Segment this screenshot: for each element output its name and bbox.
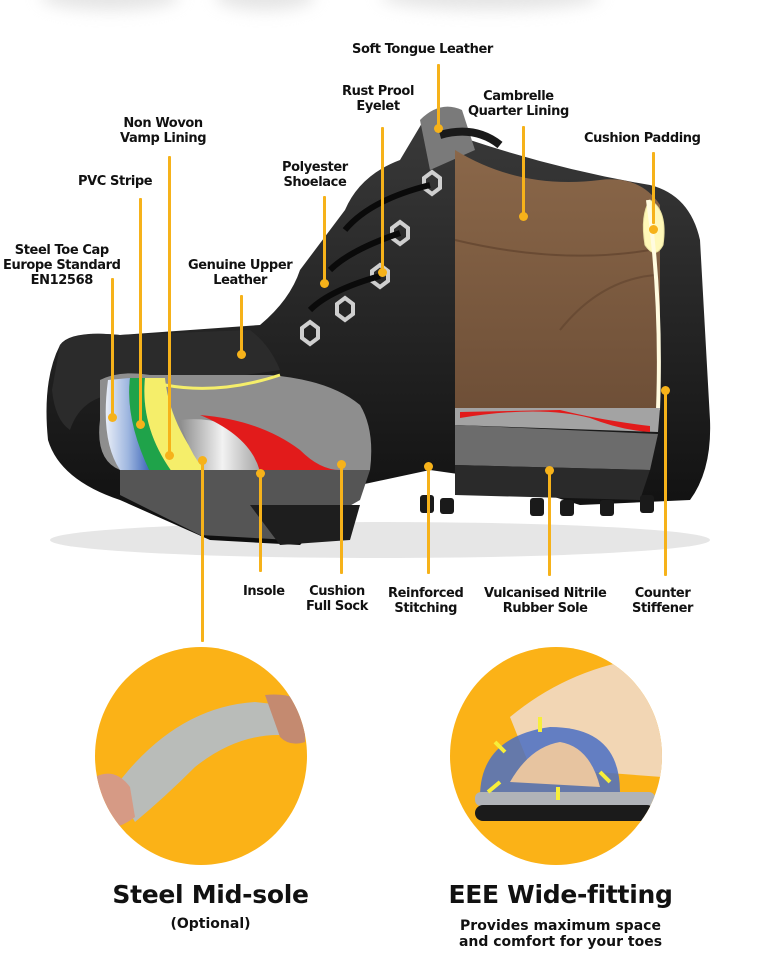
leader-line xyxy=(240,295,243,353)
leader-line xyxy=(259,472,262,572)
top-shadow xyxy=(215,0,315,10)
marker-dot xyxy=(434,124,443,133)
label-line: Eyelet xyxy=(356,99,400,114)
subtitle-line: and comfort for your toes xyxy=(458,934,663,950)
label-line: Polyester xyxy=(282,160,348,175)
marker-dot xyxy=(237,350,246,359)
label-cushion-padding: Cushion Padding xyxy=(584,131,701,146)
marker-dot xyxy=(661,386,670,395)
leader-line xyxy=(139,198,142,423)
label-cushion-full-sock: Cushion Full Sock xyxy=(306,584,368,614)
marker-dot xyxy=(198,456,207,465)
leader-line xyxy=(201,460,204,642)
leader-line xyxy=(168,156,171,454)
marker-dot xyxy=(378,268,387,277)
label-polyester-shoelace: Polyester Shoelace xyxy=(282,160,348,190)
marker-dot xyxy=(165,451,174,460)
steel-midsole-image xyxy=(95,647,307,865)
label-line: Cushion xyxy=(309,584,365,599)
label-vulcanised-nitrile-rubber-sole: Vulcanised Nitrile Rubber Sole xyxy=(484,586,607,616)
label-insole: Insole xyxy=(243,584,285,599)
marker-dot xyxy=(256,469,265,478)
feature-title-steel-midsole: Steel Mid-sole xyxy=(112,880,309,909)
marker-dot xyxy=(545,466,554,475)
label-line: Genuine Upper xyxy=(188,258,293,273)
leader-line xyxy=(111,278,114,416)
label-line: Europe Standard xyxy=(3,258,121,273)
steel-plate-icon xyxy=(95,694,305,829)
feature-subtitle-optional: (Optional) xyxy=(170,916,251,932)
label-pvc-stripe: PVC Stripe xyxy=(78,174,153,189)
label-line: Reinforced xyxy=(388,586,464,601)
leader-line xyxy=(548,470,551,576)
label-steel-toe-cap: Steel Toe Cap Europe Standard EN12568 xyxy=(3,243,121,288)
leader-line xyxy=(522,126,525,216)
leader-line xyxy=(652,152,655,224)
wide-fitting-image xyxy=(450,647,662,865)
label-line: Full Sock xyxy=(306,599,368,614)
label-line: Non Wovon xyxy=(123,116,203,131)
label-line: Leather xyxy=(213,273,268,288)
top-shadow xyxy=(40,0,180,10)
label-non-woven-vamp-lining: Non Wovon Vamp Lining xyxy=(120,116,207,146)
feature-title-eee-wide-fitting: EEE Wide-fitting xyxy=(448,880,673,909)
boot-illustration xyxy=(46,106,711,558)
feature-subtitle-wide-fitting: Provides maximum space and comfort for y… xyxy=(438,918,683,950)
marker-dot xyxy=(108,413,117,422)
marker-dot xyxy=(337,460,346,469)
label-line: Rubber Sole xyxy=(502,601,588,616)
top-shadow xyxy=(380,0,600,10)
label-line: Rust Prool xyxy=(342,84,415,99)
marker-dot xyxy=(649,225,658,234)
label-line: Stitching xyxy=(394,601,457,616)
label-soft-tongue-leather: Soft Tongue Leather xyxy=(352,42,493,57)
label-line: EN12568 xyxy=(30,273,94,288)
leader-line xyxy=(381,127,384,272)
wide-toe-box-icon xyxy=(475,657,662,821)
label-line: Stiffener xyxy=(632,601,694,616)
leader-line xyxy=(427,466,430,574)
label-cambrelle-quarter-lining: Cambrelle Quarter Lining xyxy=(468,89,569,119)
marker-dot xyxy=(424,462,433,471)
label-rust-proof-eyelet: Rust Prool Eyelet xyxy=(342,84,414,114)
marker-dot xyxy=(519,212,528,221)
subtitle-line: Provides maximum space xyxy=(460,918,661,934)
leader-line xyxy=(323,196,326,282)
marker-dot xyxy=(320,279,329,288)
marker-dot xyxy=(136,420,145,429)
label-reinforced-stitching: Reinforced Stitching xyxy=(388,586,464,616)
label-line: Vulcanised Nitrile xyxy=(484,586,607,601)
label-line: Counter xyxy=(634,586,691,601)
leader-line xyxy=(340,464,343,574)
label-counter-stiffener: Counter Stiffener xyxy=(632,586,693,616)
label-line: Cambrelle xyxy=(483,89,554,104)
label-genuine-upper-leather: Genuine Upper Leather xyxy=(188,258,293,288)
label-line: Shoelace xyxy=(283,175,347,190)
leader-line xyxy=(664,390,667,576)
label-line: Quarter Lining xyxy=(468,104,569,119)
leader-line xyxy=(437,64,440,128)
label-line: Vamp Lining xyxy=(120,131,207,146)
label-line: Steel Toe Cap xyxy=(14,243,109,258)
